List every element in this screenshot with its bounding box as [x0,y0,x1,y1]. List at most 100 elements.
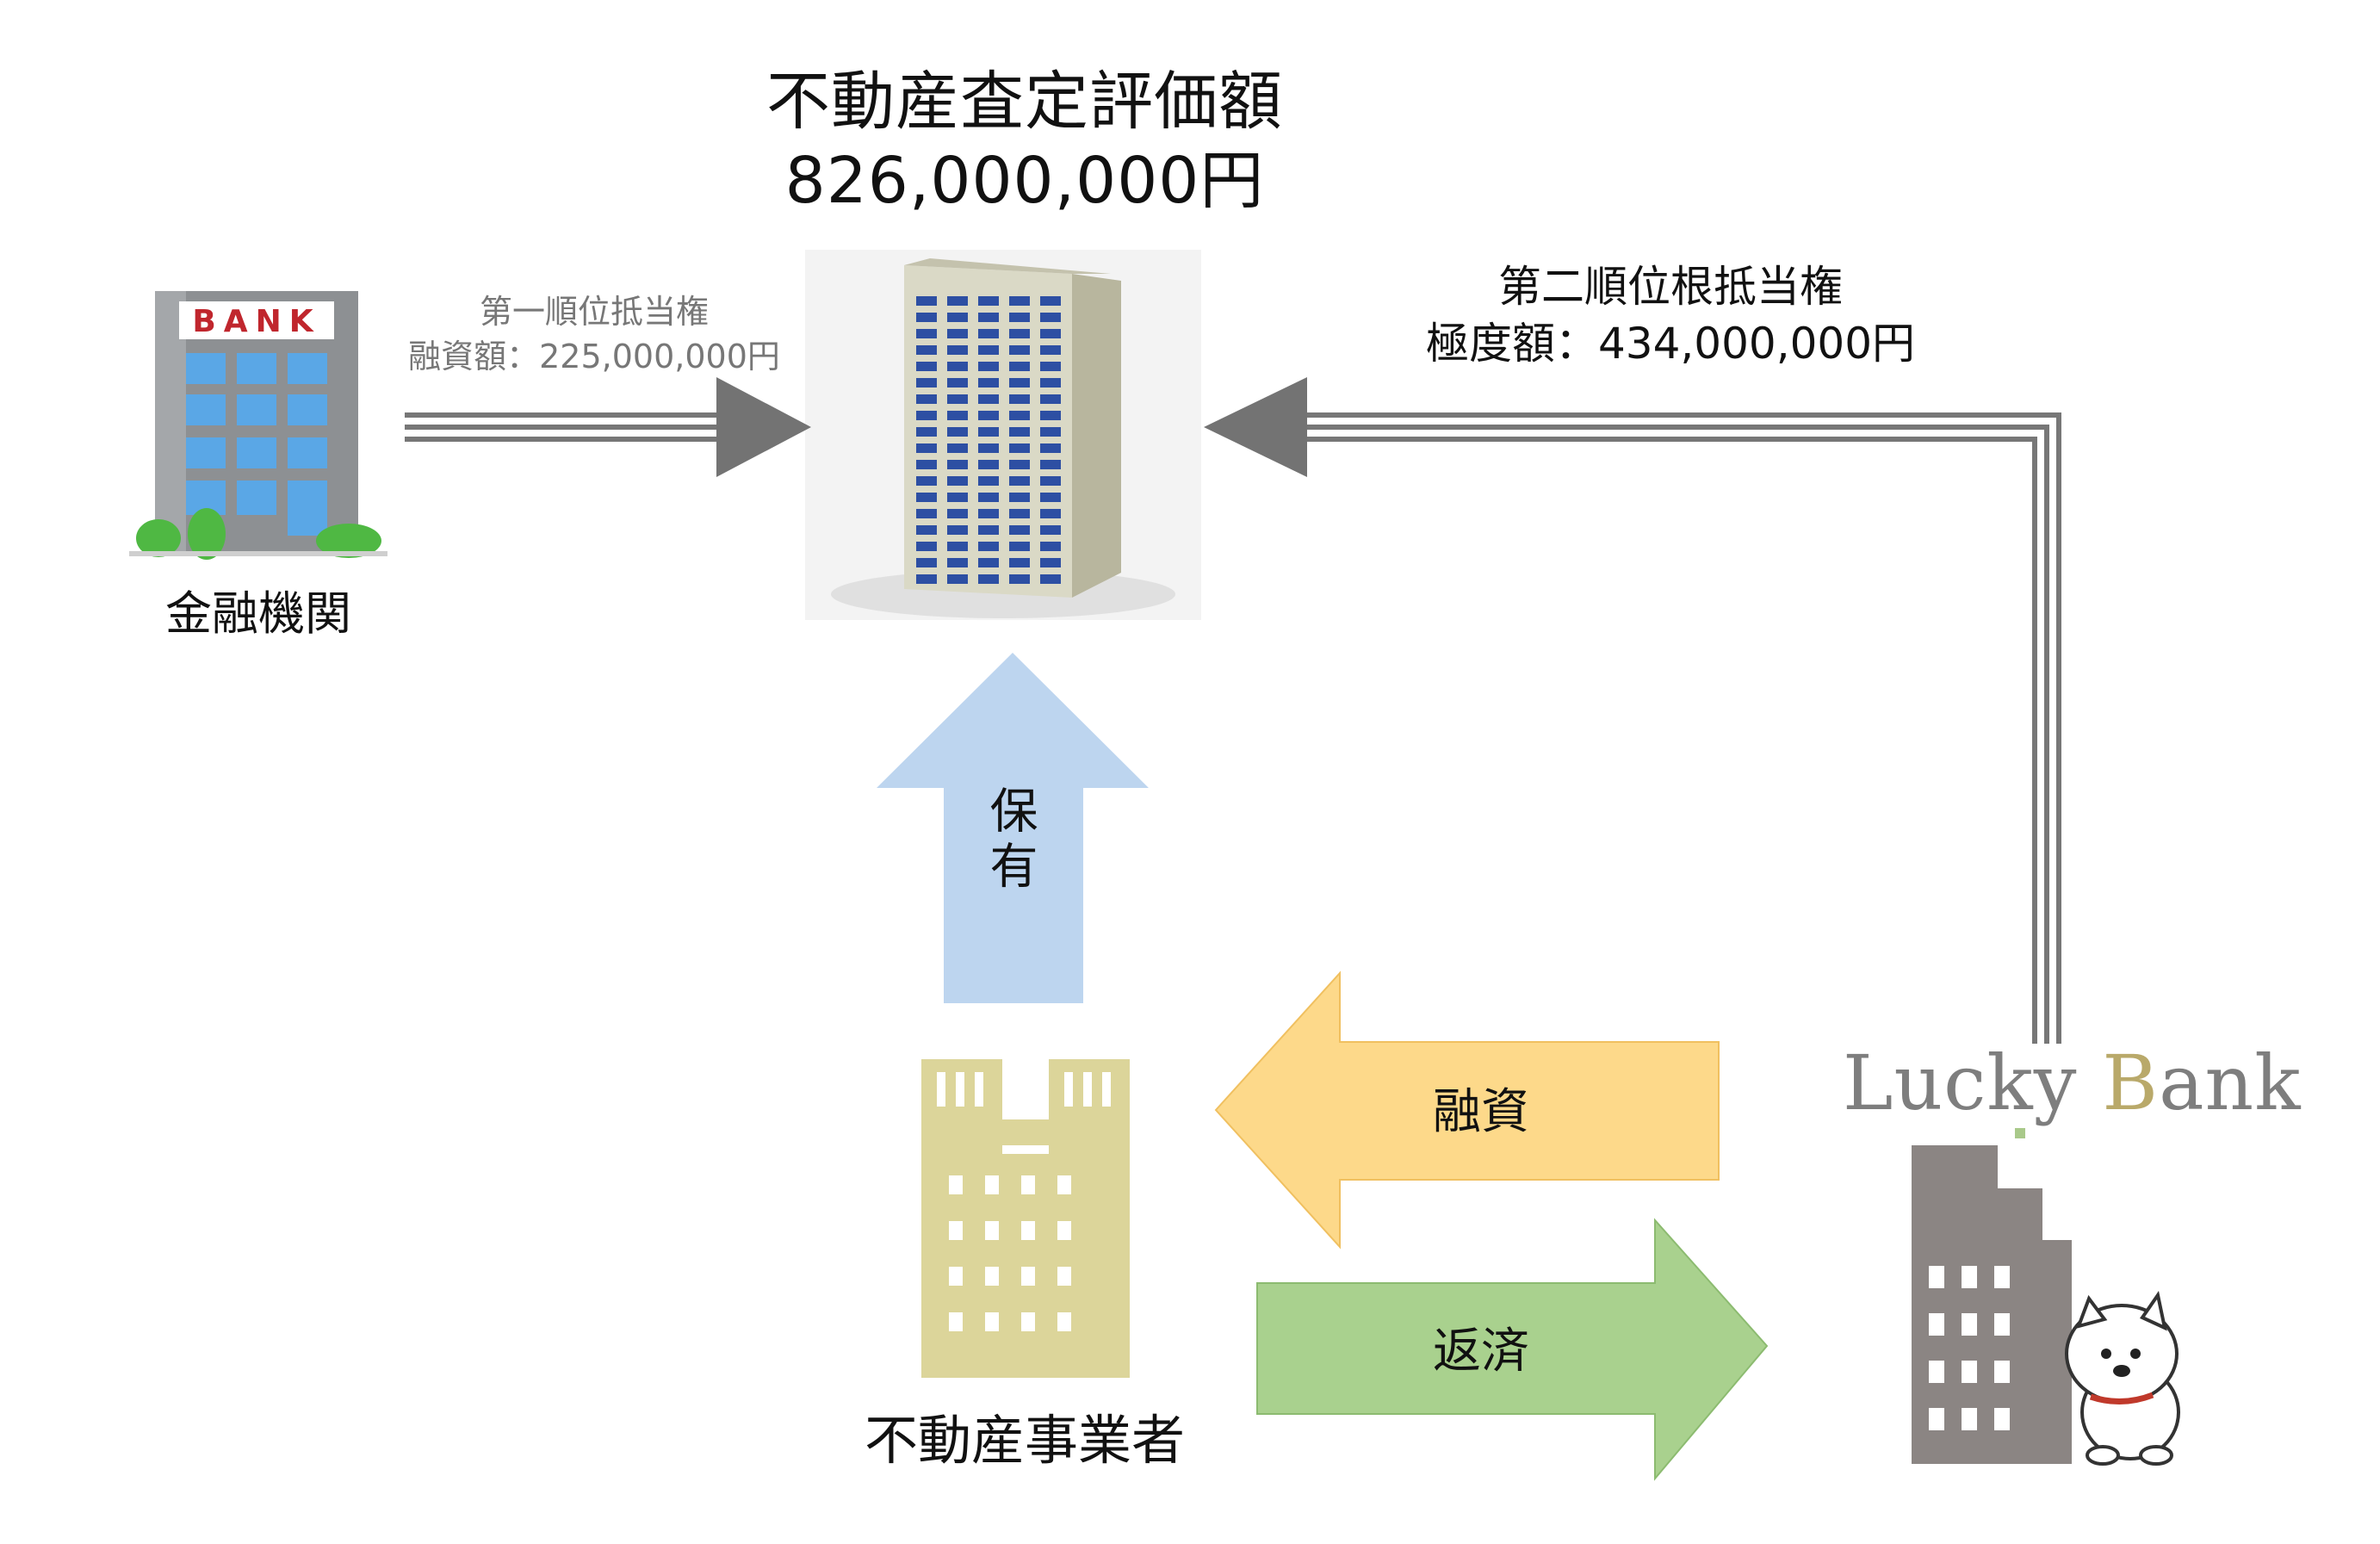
window-icon [1009,329,1030,338]
window-icon [978,345,999,355]
window-icon [1009,525,1030,535]
window-icon [916,509,937,518]
loan-arrow-label: 融資 [1433,1084,1529,1140]
window-icon [947,476,968,486]
window-icon [1040,345,1061,355]
window-icon [1040,493,1061,502]
window-icon [949,1221,963,1240]
window-icon [916,394,937,404]
window-icon [1009,362,1030,371]
repayment-arrow-label: 返済 [1433,1324,1529,1380]
window-icon [947,329,968,338]
window-icon [978,427,999,437]
window-icon [949,1175,963,1194]
window-icon [1009,296,1030,306]
ownership-arrow-label: 保有 [982,785,1038,896]
window-icon [1929,1408,1944,1430]
window-icon [947,509,968,518]
window-icon [978,476,999,486]
window-icon [916,476,937,486]
window-icon [985,1175,999,1194]
window-icon [1962,1313,1977,1336]
window-icon [1009,345,1030,355]
window-icon [1040,542,1061,551]
window-icon [1040,443,1061,453]
lucky-bank-logo: Lucky Bank [1843,1039,2302,1127]
window-icon [1009,427,1030,437]
window-icon [916,574,937,584]
window-icon [1021,1312,1035,1331]
window-icon [1009,443,1030,453]
bank-sign: BANK [192,304,321,339]
window-icon [978,411,999,420]
first-lien-line2: 融資額：225,000,000円 [408,338,780,375]
window-icon [947,362,968,371]
window-icon [985,1221,999,1240]
window-icon [978,296,999,306]
tower-building-icon [805,250,1201,620]
window-icon [978,493,999,502]
window-icon [947,460,968,469]
window-icon [1962,1266,1977,1288]
window-icon [978,542,999,551]
window-icon [1994,1266,2010,1288]
window-icon [916,460,937,469]
window-icon [1057,1221,1071,1240]
window-icon [1009,574,1030,584]
window-icon [1040,476,1061,486]
window-icon [1040,558,1061,567]
window-icon [916,378,937,388]
lucky-bank-brand-left: Lucky [1843,1039,2078,1127]
window-icon [1009,313,1030,322]
window-icon [916,443,937,453]
window-icon [947,313,968,322]
window-icon [916,427,937,437]
window-icon [978,574,999,584]
window-icon [985,1312,999,1331]
loan-arrow-shape [1214,970,1720,1249]
window-icon [1009,476,1030,486]
window-icon [947,296,968,306]
window-icon [1040,574,1061,584]
property-title: 不動産査定評価額 [766,65,1283,139]
first-lien-line1: 第一順位抵当権 [479,293,709,331]
window-icon [1929,1266,1944,1288]
window-icon [978,558,999,567]
window-icon [1040,329,1061,338]
second-lien-arrow [1204,377,2061,1044]
window-icon [916,296,937,306]
window-icon [1057,1267,1071,1286]
window-icon [1994,1361,2010,1383]
window-icon [1009,411,1030,420]
window-icon [1009,493,1030,502]
window-icon [1040,394,1061,404]
property-amount: 826,000,000円 [784,144,1265,218]
window-icon [1994,1408,2010,1430]
window-icon [1040,411,1061,420]
window-icon [1009,558,1030,567]
first-lien-arrow [405,377,811,477]
window-icon [978,509,999,518]
lucky-bank-brand-rest: ank [2159,1039,2302,1127]
window-icon [1021,1267,1035,1286]
window-icon [1962,1361,1977,1383]
window-icon [947,411,968,420]
window-icon [978,313,999,322]
second-lien-line1: 第二順位根抵当権 [1498,262,1843,312]
window-icon [1057,1312,1071,1331]
window-icon [947,558,968,567]
window-icon [949,1267,963,1286]
window-icon [1040,378,1061,388]
window-icon [1040,313,1061,322]
window-icon [1040,362,1061,371]
window-icon [978,362,999,371]
first-lien-label: 第一順位抵当権 融資額：225,000,000円 [370,289,818,379]
window-icon [978,378,999,388]
window-icon [1057,1175,1071,1194]
window-icon [947,525,968,535]
ownership-arrow-shape [877,653,1149,1003]
window-icon [1929,1313,1944,1336]
window-icon [916,493,937,502]
window-icon [978,525,999,535]
